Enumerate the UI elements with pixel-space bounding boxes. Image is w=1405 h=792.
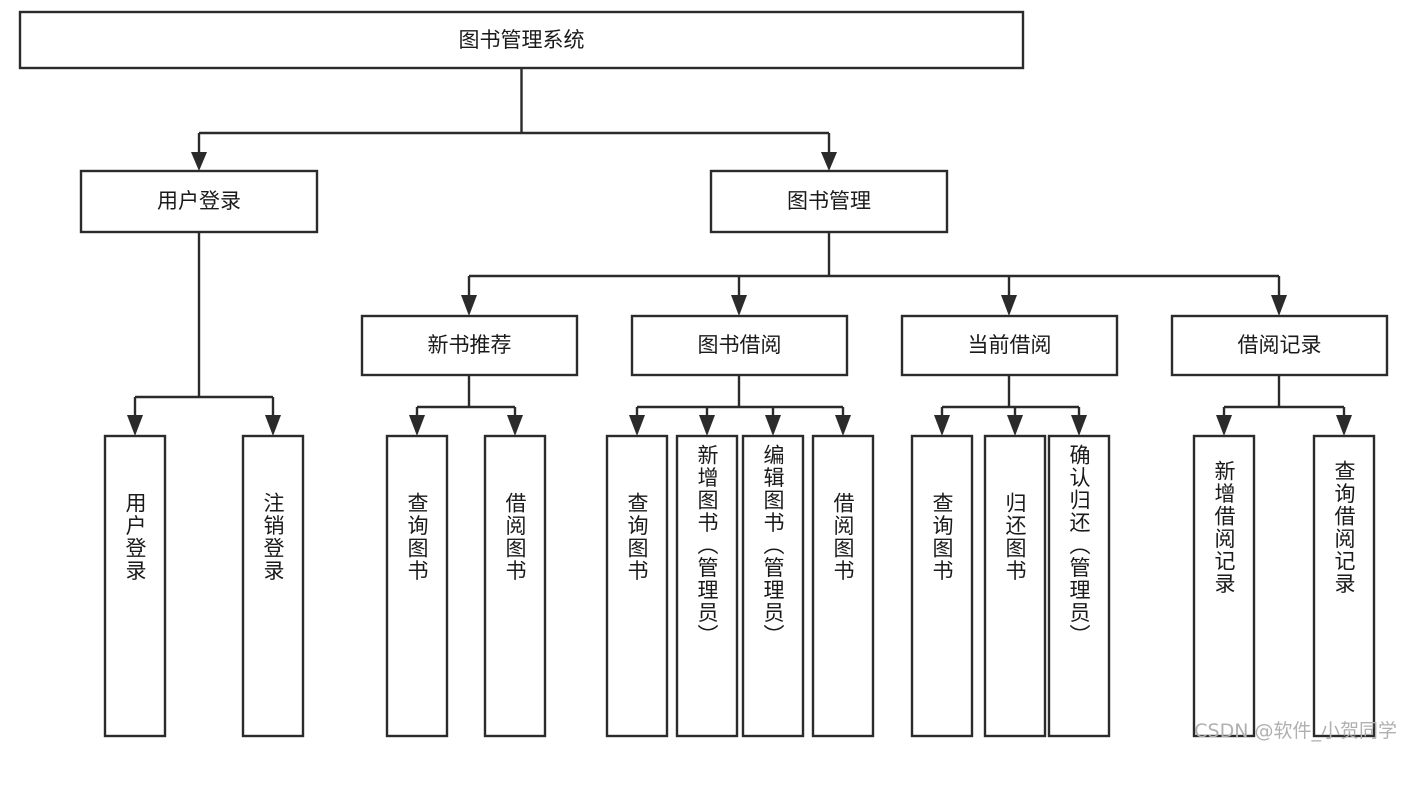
node-root-label: 图书管理系统 bbox=[459, 28, 585, 52]
node-borrow-record-box[interactable] bbox=[1170, 314, 1389, 377]
node-root-box[interactable] bbox=[18, 10, 1025, 70]
node-book-management-label: 图书管理 bbox=[787, 189, 871, 213]
node-book-borrow-label: 图书借阅 bbox=[698, 333, 782, 357]
arrow-head-leaf-borrow-book-recommend bbox=[507, 415, 523, 436]
node-user-login-label: 用户登录 bbox=[157, 189, 241, 213]
arrow-head-user-login bbox=[191, 152, 207, 171]
node-leaf-borrow-book-recommend-box[interactable] bbox=[483, 434, 547, 738]
node-leaf-query-book-borrow-box[interactable] bbox=[605, 434, 669, 738]
node-leaf-add-borrow-record-box[interactable] bbox=[1192, 434, 1256, 738]
node-new-book-recommend-box[interactable] bbox=[360, 314, 579, 377]
node-leaf-user-login-box[interactable] bbox=[103, 434, 167, 738]
arrow-head-new-book-recommend bbox=[461, 295, 477, 316]
arrow-head-borrow-record bbox=[1271, 295, 1287, 316]
arrow-head-leaf-query-book-recommend bbox=[409, 415, 425, 436]
node-leaf-query-borrow-record-box[interactable] bbox=[1312, 434, 1376, 738]
flowchart-diagram: 图书管理系统 用户登录 图书管理 新书推荐 图书借阅 当前借阅 借阅记录 bbox=[18, 10, 1397, 742]
arrow-head-leaf-query-book-current bbox=[934, 415, 950, 436]
arrow-head-current-borrow bbox=[1001, 295, 1017, 316]
node-leaf-query-book-recommend-box[interactable] bbox=[385, 434, 449, 738]
node-user-login-box[interactable] bbox=[79, 169, 319, 234]
node-borrow-record-label: 借阅记录 bbox=[1238, 333, 1322, 357]
arrow-head-leaf-borrow-book bbox=[835, 415, 851, 436]
node-leaf-logout-box[interactable] bbox=[241, 434, 305, 738]
arrow-head-leaf-confirm-return-admin bbox=[1071, 415, 1087, 436]
node-leaf-confirm-return-admin-box[interactable] bbox=[1047, 434, 1111, 738]
node-book-borrow-box[interactable] bbox=[630, 314, 849, 377]
arrow-head-leaf-user-login bbox=[127, 415, 143, 436]
node-leaf-return-book-box[interactable] bbox=[983, 434, 1047, 738]
node-book-management-box[interactable] bbox=[709, 169, 949, 234]
arrow-head-book-borrow bbox=[731, 295, 747, 316]
arrow-head-leaf-edit-book-admin bbox=[765, 415, 781, 436]
node-current-borrow-box[interactable] bbox=[900, 314, 1119, 377]
arrow-head-leaf-logout bbox=[265, 415, 281, 436]
arrow-head-leaf-query-book-borrow bbox=[629, 415, 645, 436]
watermark-text: CSDN @软件_小贺同学 bbox=[1194, 720, 1397, 742]
arrow-head-leaf-add-book-admin bbox=[699, 415, 715, 436]
node-leaf-borrow-book-box[interactable] bbox=[811, 434, 875, 738]
arrow-head-leaf-query-borrow-record bbox=[1336, 415, 1352, 436]
arrow-head-leaf-return-book bbox=[1007, 415, 1023, 436]
node-new-book-recommend-label: 新书推荐 bbox=[428, 333, 512, 357]
connector-layer bbox=[127, 68, 1352, 436]
node-leaf-edit-book-admin-box[interactable] bbox=[741, 434, 805, 738]
node-current-borrow-label: 当前借阅 bbox=[968, 333, 1052, 357]
node-layer: 图书管理系统 用户登录 图书管理 新书推荐 图书借阅 当前借阅 借阅记录 bbox=[18, 10, 1389, 738]
arrow-head-book-management bbox=[821, 152, 837, 171]
node-leaf-add-book-admin-box[interactable] bbox=[675, 434, 739, 738]
arrow-head-leaf-add-borrow-record bbox=[1216, 415, 1232, 436]
diagram-canvas: 图书管理系统 用户登录 图书管理 新书推荐 图书借阅 当前借阅 借阅记录 bbox=[18, 10, 1389, 738]
node-leaf-query-book-current-box[interactable] bbox=[910, 434, 974, 738]
